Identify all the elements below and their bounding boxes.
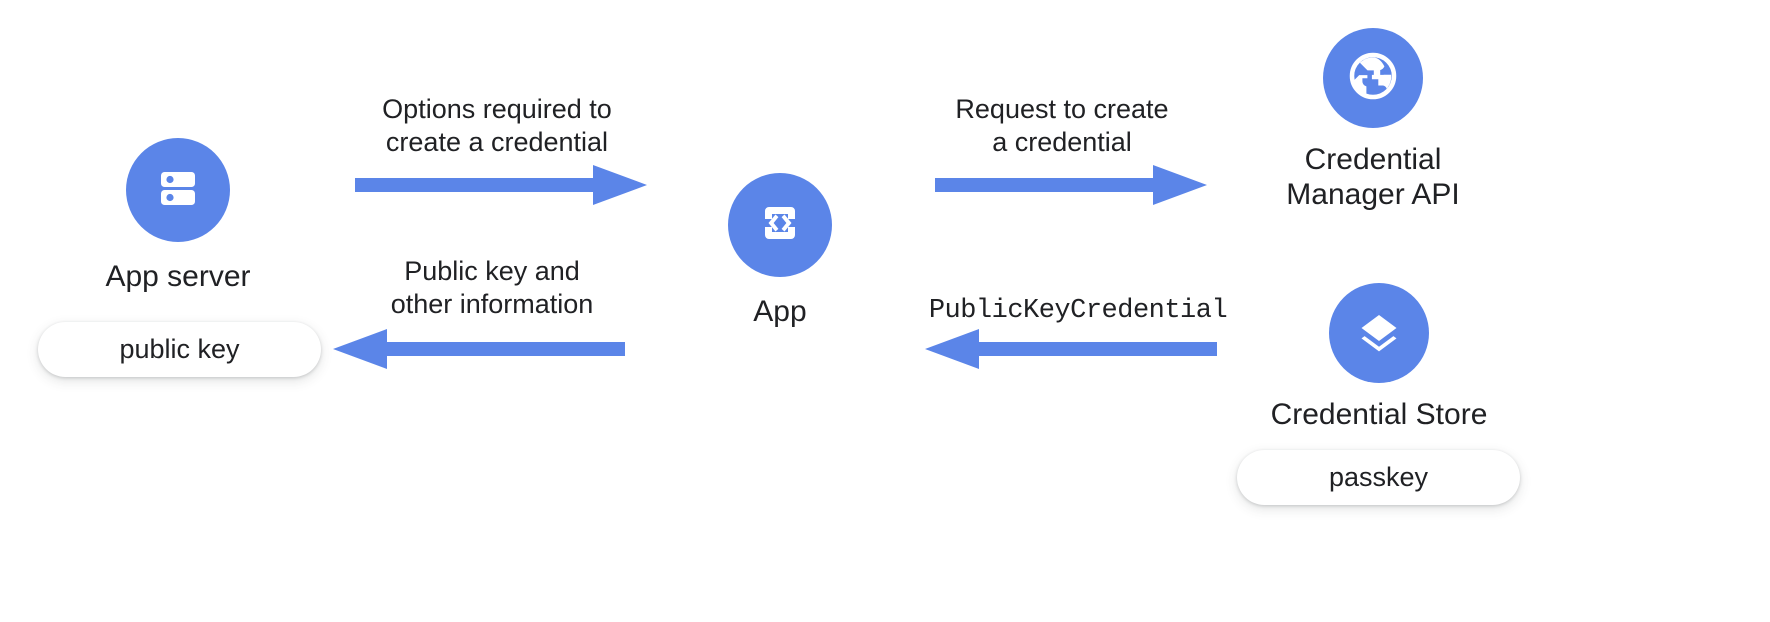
arrow-public-key-credential <box>925 325 1217 373</box>
arrow-label-public-key-and-other-information: Public key and other information <box>390 256 594 319</box>
node-credential-store-label: Credential Store <box>1270 398 1488 431</box>
chip-passkey: passkey <box>1237 450 1520 505</box>
chip-passkey-label: passkey <box>1328 462 1429 492</box>
layers-icon <box>1350 302 1408 365</box>
arrow-label-public-key-credential: PublicKeyCredential <box>928 296 1228 326</box>
device-code-icon <box>751 194 809 257</box>
arrow-public-key-and-other-information <box>333 325 625 373</box>
node-app-server: App server <box>78 138 278 294</box>
globe-icon <box>1343 46 1403 111</box>
chip-public-key-label: public key <box>119 334 240 364</box>
node-credential-manager-api-label: Credential Manager API <box>1286 143 1460 212</box>
credential-store-icon-circle <box>1329 283 1429 383</box>
arrow-label-request-to-create: Request to create a credential <box>955 94 1169 157</box>
credential-manager-api-icon-circle <box>1323 28 1423 128</box>
node-credential-manager-api: Credential Manager API <box>1258 28 1488 213</box>
chip-public-key: public key <box>38 322 321 377</box>
app-server-icon-circle <box>126 138 230 242</box>
node-app: App <box>688 173 872 329</box>
arrow-options-required <box>355 161 647 209</box>
node-credential-store: Credential Store <box>1263 283 1495 432</box>
arrow-label-options-required: Options required to create a credential <box>382 94 612 157</box>
server-icon <box>150 160 206 221</box>
node-app-server-label: App server <box>105 260 251 293</box>
app-icon-circle <box>728 173 832 277</box>
arrow-request-to-create <box>935 161 1207 209</box>
node-app-label: App <box>753 295 807 328</box>
